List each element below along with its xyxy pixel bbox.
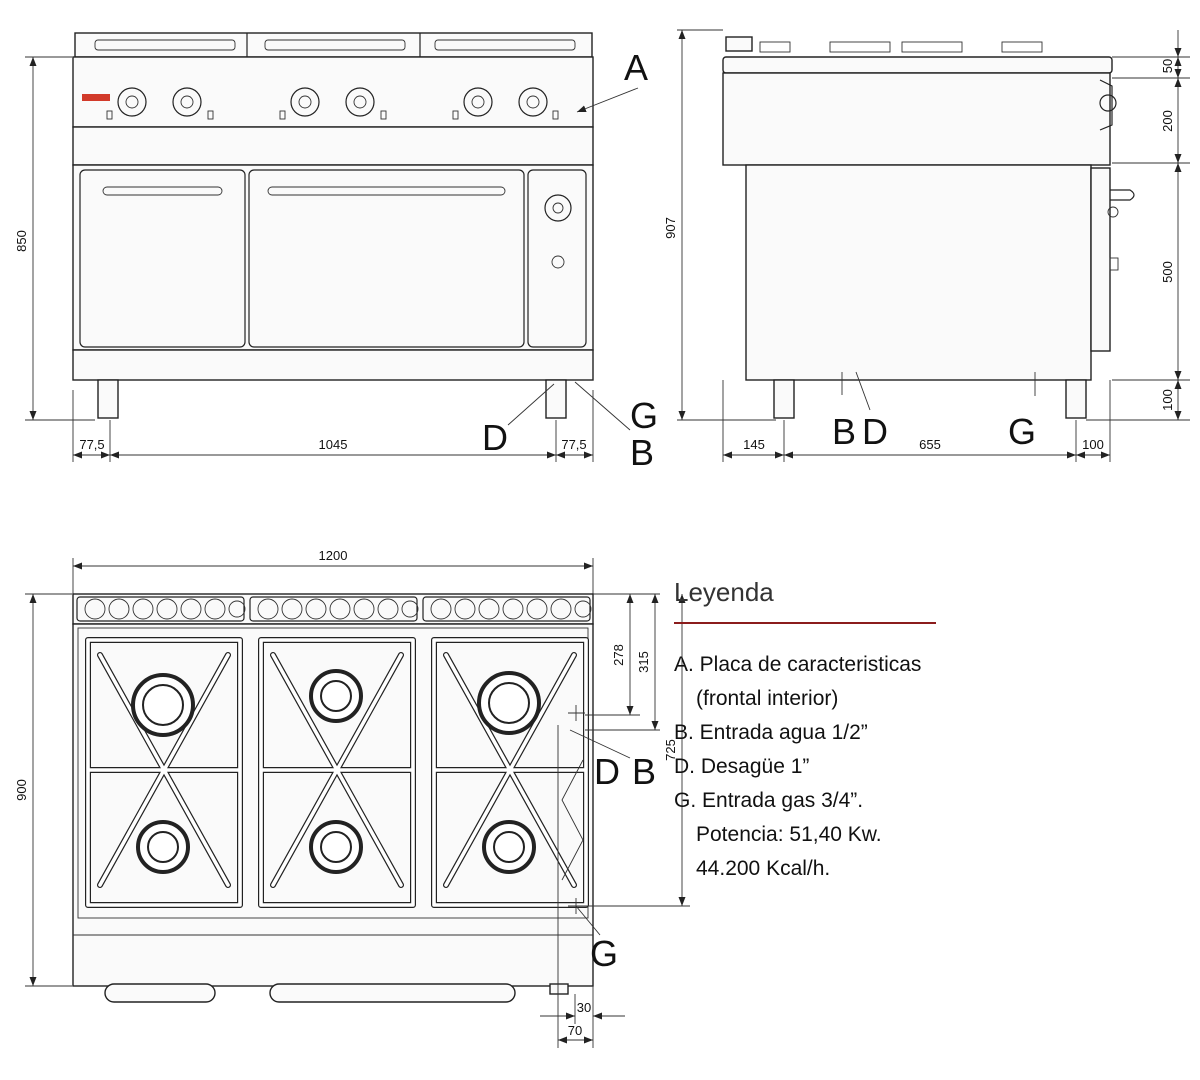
- front-cabinet: [72, 164, 594, 351]
- dim-278-label: 278: [611, 644, 626, 666]
- top-control-strip: [72, 593, 594, 625]
- burner: [482, 820, 536, 874]
- burner: [309, 820, 363, 874]
- burner: [309, 669, 363, 723]
- legend-item-d-text: D. Desagüe 1”: [674, 755, 810, 778]
- side-height-label: 907: [663, 217, 678, 239]
- front-callout-d: D: [482, 417, 508, 458]
- front-plinth: [72, 349, 594, 381]
- front-knob: [172, 87, 202, 117]
- front-knob: [117, 87, 147, 117]
- side-top: [722, 56, 1113, 74]
- top-callout-d: D: [594, 751, 620, 792]
- side-leg: [1065, 379, 1087, 419]
- legend-item-b: B. Entrada agua 1/2”: [674, 716, 974, 750]
- side-legs-label: 100: [1160, 389, 1175, 411]
- front-knob: [463, 87, 493, 117]
- top-callout-g: G: [590, 933, 618, 974]
- side-cabinet-label: 500: [1160, 261, 1175, 283]
- legend-list: A. Placa de caracteristicas (frontal int…: [674, 648, 974, 886]
- side-callout-g: G: [1008, 411, 1036, 452]
- legend: Leyenda A. Placa de caracteristicas (fro…: [674, 576, 974, 886]
- legend-item-a: A. Placa de caracteristicas (frontal int…: [674, 648, 974, 716]
- legend-item-d: D. Desagüe 1”: [674, 750, 974, 784]
- front-right-inset-label: 77,5: [561, 437, 586, 452]
- legend-item-a-note: (frontal interior): [696, 687, 839, 710]
- burner: [136, 820, 190, 874]
- top-foot: [269, 983, 516, 1003]
- top-view: 1200: [14, 548, 690, 1048]
- side-upper-body: [722, 72, 1111, 166]
- side-left-offset-label: 145: [743, 437, 765, 452]
- front-knob: [518, 87, 548, 117]
- legend-item-g-kcal: 44.200 Kcal/h.: [696, 857, 831, 880]
- top-width-label: 1200: [319, 548, 348, 563]
- side-leg: [773, 379, 795, 419]
- front-callout-b: B: [630, 432, 654, 473]
- legend-item-g-power: Potencia: 51,40 Kw.: [696, 823, 882, 846]
- dim-30-label: 30: [577, 1000, 591, 1015]
- front-knob: [345, 87, 375, 117]
- side-right-offset-label: 100: [1082, 437, 1104, 452]
- front-grate-strip: [74, 32, 593, 58]
- dim-70-label: 70: [568, 1023, 582, 1038]
- front-width-label: 1045: [319, 437, 348, 452]
- side-panel-label: 200: [1160, 110, 1175, 132]
- dim-725-label: 725: [663, 739, 678, 761]
- legend-divider: [674, 622, 936, 624]
- side-depth-label: 655: [919, 437, 941, 452]
- front-left-inset-label: 77,5: [79, 437, 104, 452]
- front-leg: [97, 379, 119, 419]
- side-knob: [1099, 94, 1117, 112]
- side-oven-front: [1090, 167, 1111, 352]
- oven-control-panel: [527, 169, 587, 348]
- front-control-panel: [72, 56, 594, 128]
- legend-item-g-text: G. Entrada gas 3/4”.: [674, 789, 864, 812]
- legend-item-a-text: A. Placa de caracteristicas: [674, 653, 922, 676]
- front-callout-g: G: [630, 395, 658, 436]
- burner: [477, 671, 541, 735]
- front-view: 850 77,5 1045 77,5 A D G B: [14, 32, 658, 473]
- callout-a: A: [624, 47, 648, 88]
- top-callout-b: B: [632, 751, 656, 792]
- front-oven-door: [248, 169, 525, 348]
- legend-item-g: G. Entrada gas 3/4”. Potencia: 51,40 Kw.…: [674, 784, 974, 886]
- dim-315-label: 315: [636, 651, 651, 673]
- top-depth-label: 900: [14, 779, 29, 801]
- side-top-label: 50: [1160, 59, 1175, 73]
- top-pipe: [549, 983, 569, 995]
- top-foot: [104, 983, 216, 1003]
- front-band: [72, 126, 594, 166]
- side-callout-d: D: [862, 411, 888, 452]
- legend-item-b-text: B. Entrada agua 1/2”: [674, 721, 868, 744]
- top-grates: [85, 637, 589, 908]
- front-knob: [290, 87, 320, 117]
- brand-logo: [82, 94, 110, 101]
- side-callout-b: B: [832, 411, 856, 452]
- burner: [131, 673, 195, 737]
- front-left-door: [79, 169, 246, 348]
- front-leg: [545, 379, 567, 419]
- front-height-label: 850: [14, 230, 29, 252]
- side-burner-cap: [725, 36, 753, 52]
- side-cabinet: [745, 164, 1092, 381]
- side-view: 907 50 200 500 100 145 655 100 B D G: [663, 29, 1190, 462]
- legend-title: Leyenda: [674, 577, 774, 607]
